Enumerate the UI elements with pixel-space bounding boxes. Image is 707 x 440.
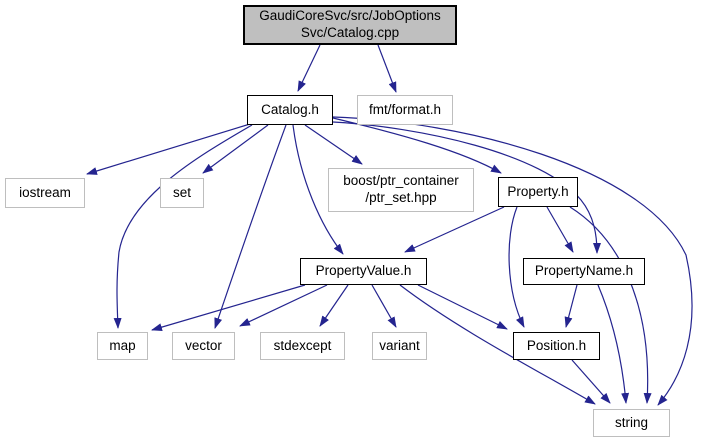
edge-property-h-to-string (569, 206, 652, 404)
node-iostream: iostream (5, 178, 85, 208)
node-variant: variant (372, 332, 427, 360)
edge-catalog-h-to-string (332, 116, 693, 406)
node-catalog-cpp: GaudiCoreSvc/src/JobOptions Svc/Catalog.… (243, 5, 457, 45)
edge-propertyname-h-to-string (597, 284, 630, 404)
edge-propertyvalue-h-to-vector (239, 284, 328, 327)
edge-catalog-h-to-vector (214, 124, 287, 329)
edge-catalog-cpp-to-catalog-h (297, 44, 321, 92)
node-position-h[interactable]: Position.h (513, 332, 600, 360)
node-fmt-format-h: fmt/format.h (357, 95, 453, 125)
node-set: set (160, 178, 204, 208)
node-map: map (97, 332, 148, 360)
node-propertyname-h[interactable]: PropertyName.h (523, 258, 645, 285)
edge-propertyvalue-h-to-position-h (417, 284, 508, 330)
node-propertyvalue-h[interactable]: PropertyValue.h (300, 258, 427, 285)
edge-propertyvalue-h-to-stdexcept (319, 284, 349, 327)
edge-catalog-h-to-set (202, 124, 269, 174)
edge-position-h-to-string (571, 359, 611, 404)
node-string: string (593, 409, 670, 437)
edge-property-h-to-propertyvalue-h (404, 206, 505, 253)
edge-catalog-h-to-boost-ptr-set (304, 124, 363, 165)
edge-propertyvalue-h-to-map (151, 284, 306, 332)
edge-property-h-to-propertyname-h (546, 206, 574, 253)
node-stdexcept: stdexcept (260, 332, 345, 360)
node-property-h[interactable]: Property.h (498, 177, 578, 207)
edge-propertyname-h-to-position-h (564, 284, 578, 328)
edge-catalog-h-to-propertyvalue-h (292, 124, 344, 255)
edge-propertyvalue-h-to-string (399, 284, 596, 405)
edge-catalog-cpp-to-fmt-format-h (377, 44, 397, 93)
node-catalog-h[interactable]: Catalog.h (247, 95, 333, 125)
edge-catalog-h-to-map (113, 124, 253, 329)
edge-propertyvalue-h-to-variant (371, 284, 397, 328)
edge-catalog-h-to-iostream (86, 123, 251, 175)
node-boost-ptr-set: boost/ptr_container /ptr_set.hpp (328, 168, 474, 212)
node-vector: vector (172, 332, 235, 360)
edge-property-h-to-position-h (508, 206, 525, 328)
